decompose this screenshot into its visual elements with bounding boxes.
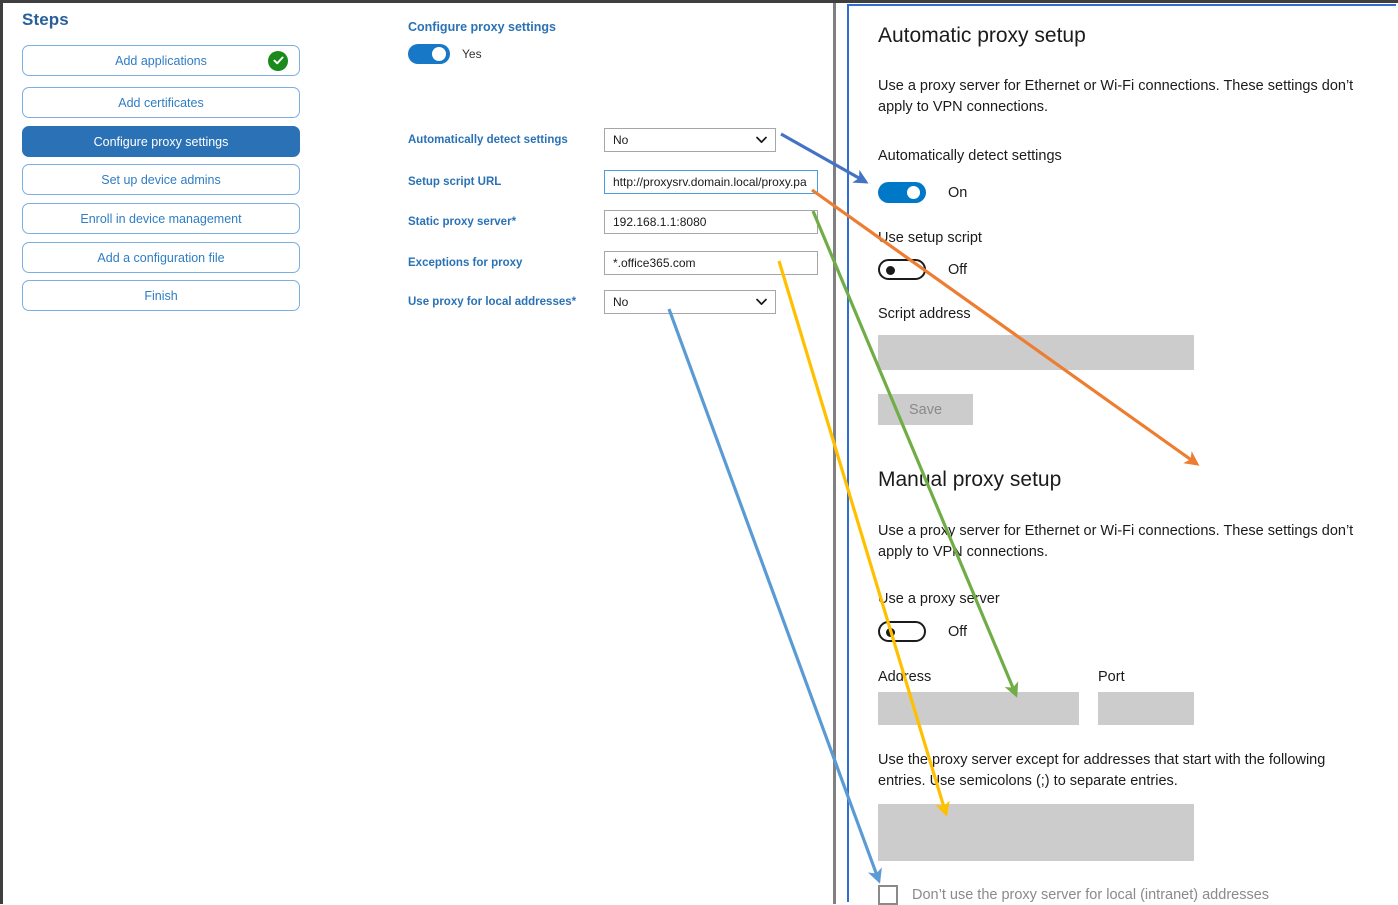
- step-add-certificates[interactable]: Add certificates: [22, 87, 300, 118]
- field-label: Automatically detect settings: [408, 134, 568, 146]
- field-label: Exceptions for proxy: [408, 257, 523, 269]
- form-heading: Configure proxy settings: [408, 20, 556, 34]
- bypass-local-addresses-row[interactable]: Don’t use the proxy server for local (in…: [878, 885, 1269, 905]
- save-button[interactable]: Save: [878, 394, 973, 425]
- field-label: Use proxy for local addresses*: [408, 296, 576, 308]
- address-label: Address: [878, 669, 932, 685]
- step-configure-proxy-settings[interactable]: Configure proxy settings: [22, 126, 300, 157]
- step-finish[interactable]: Finish: [22, 280, 300, 311]
- step-label: Configure proxy settings: [93, 134, 229, 149]
- center-divider: [833, 3, 836, 904]
- manual-proxy-setup-description: Use a proxy server for Ethernet or Wi-Fi…: [878, 523, 1354, 560]
- field-label-text: Static proxy server: [408, 216, 512, 228]
- configure-proxy-toggle[interactable]: [408, 44, 450, 64]
- bypass-local-addresses-checkbox[interactable]: [878, 885, 898, 905]
- windows-proxy-settings-pane: Automatic proxy setup Use a proxy server…: [847, 4, 1396, 905]
- script-address-label: Script address: [878, 306, 971, 322]
- input-value: *.office365.com: [613, 256, 696, 270]
- step-add-applications[interactable]: Add applications: [22, 45, 300, 76]
- use-proxy-for-local-addresses-select[interactable]: No: [604, 290, 776, 314]
- use-setup-script-label: Use setup script: [878, 230, 982, 246]
- port-label: Port: [1098, 669, 1125, 685]
- required-marker: *: [511, 216, 517, 228]
- required-marker: *: [571, 296, 577, 308]
- port-input[interactable]: [1098, 692, 1194, 725]
- manual-proxy-setup-heading: Manual proxy setup: [878, 468, 1062, 491]
- select-value: No: [613, 295, 629, 309]
- automatically-detect-settings-select[interactable]: No: [604, 128, 776, 152]
- automatically-detect-settings-label: Automatically detect settings: [878, 148, 1062, 164]
- chevron-down-icon: [756, 297, 767, 308]
- input-value: 192.168.1.1:8080: [613, 215, 707, 229]
- use-setup-script-toggle[interactable]: [878, 259, 926, 280]
- chevron-down-icon: [756, 135, 767, 146]
- input-value: http://proxysrv.domain.local/proxy.pa: [613, 175, 807, 189]
- step-set-up-device-admins[interactable]: Set up device admins: [22, 164, 300, 195]
- field-label-text: Use proxy for local addresses: [408, 296, 572, 308]
- configure-proxy-toggle-value: Yes: [462, 47, 482, 61]
- toggle-state-label: Off: [948, 261, 968, 278]
- top-divider: [0, 0, 1398, 3]
- steps-panel-title: Steps: [22, 10, 69, 29]
- check-circle-icon: [268, 50, 288, 71]
- toggle-state-label: Off: [948, 623, 968, 640]
- automatic-proxy-setup-description: Use a proxy server for Ethernet or Wi-Fi…: [878, 78, 1354, 115]
- select-value: No: [613, 133, 629, 147]
- script-address-input[interactable]: [878, 335, 1194, 370]
- bypass-local-addresses-label: Don’t use the proxy server for local (in…: [912, 887, 1270, 903]
- static-proxy-server-input[interactable]: 192.168.1.1:8080: [604, 210, 818, 234]
- toggle-knob: [886, 266, 895, 275]
- exceptions-for-proxy-input[interactable]: *.office365.com: [604, 251, 818, 275]
- automatic-proxy-setup-heading: Automatic proxy setup: [878, 24, 1086, 47]
- use-a-proxy-server-toggle[interactable]: [878, 621, 926, 642]
- proxy-exceptions-input[interactable]: [878, 804, 1194, 861]
- step-enroll-in-device-management[interactable]: Enroll in device management: [22, 203, 300, 234]
- step-label: Enroll in device management: [80, 211, 242, 226]
- step-label: Add a configuration file: [97, 250, 225, 265]
- field-static-proxy-server: Static proxy server* 192.168.1.1:8080: [408, 210, 820, 234]
- step-label: Finish: [144, 288, 178, 303]
- step-label: Set up device admins: [101, 172, 221, 187]
- field-label: Static proxy server*: [408, 216, 516, 228]
- use-setup-script-toggle-row: Off: [878, 259, 967, 280]
- toggle-knob: [886, 628, 895, 637]
- automatically-detect-settings-toggle-row: On: [878, 182, 967, 203]
- field-setup-script-url: Setup script URL http://proxysrv.domain.…: [408, 170, 820, 194]
- address-input[interactable]: [878, 692, 1079, 725]
- field-automatically-detect-settings: Automatically detect settings No: [408, 128, 820, 152]
- left-divider: [0, 0, 3, 904]
- toggle-state-label: On: [948, 184, 968, 201]
- step-add-a-configuration-file[interactable]: Add a configuration file: [22, 242, 300, 273]
- field-label: Setup script URL: [408, 176, 502, 188]
- configure-proxy-toggle-row: Yes: [408, 44, 482, 64]
- setup-script-url-input[interactable]: http://proxysrv.domain.local/proxy.pa: [604, 170, 818, 194]
- toggle-knob: [432, 47, 446, 61]
- step-label: Add applications: [115, 53, 207, 68]
- toggle-knob: [907, 186, 920, 199]
- field-exceptions-for-proxy: Exceptions for proxy *.office365.com: [408, 251, 820, 275]
- automatically-detect-settings-toggle[interactable]: [878, 182, 926, 203]
- save-button-label: Save: [908, 401, 943, 418]
- field-use-proxy-for-local-addresses: Use proxy for local addresses* No: [408, 290, 820, 314]
- use-a-proxy-server-toggle-row: Off: [878, 621, 967, 642]
- use-a-proxy-server-label: Use a proxy server: [878, 591, 1000, 607]
- proxy-exceptions-description: Use the proxy server except for addresse…: [878, 752, 1326, 789]
- step-label: Add certificates: [118, 95, 204, 110]
